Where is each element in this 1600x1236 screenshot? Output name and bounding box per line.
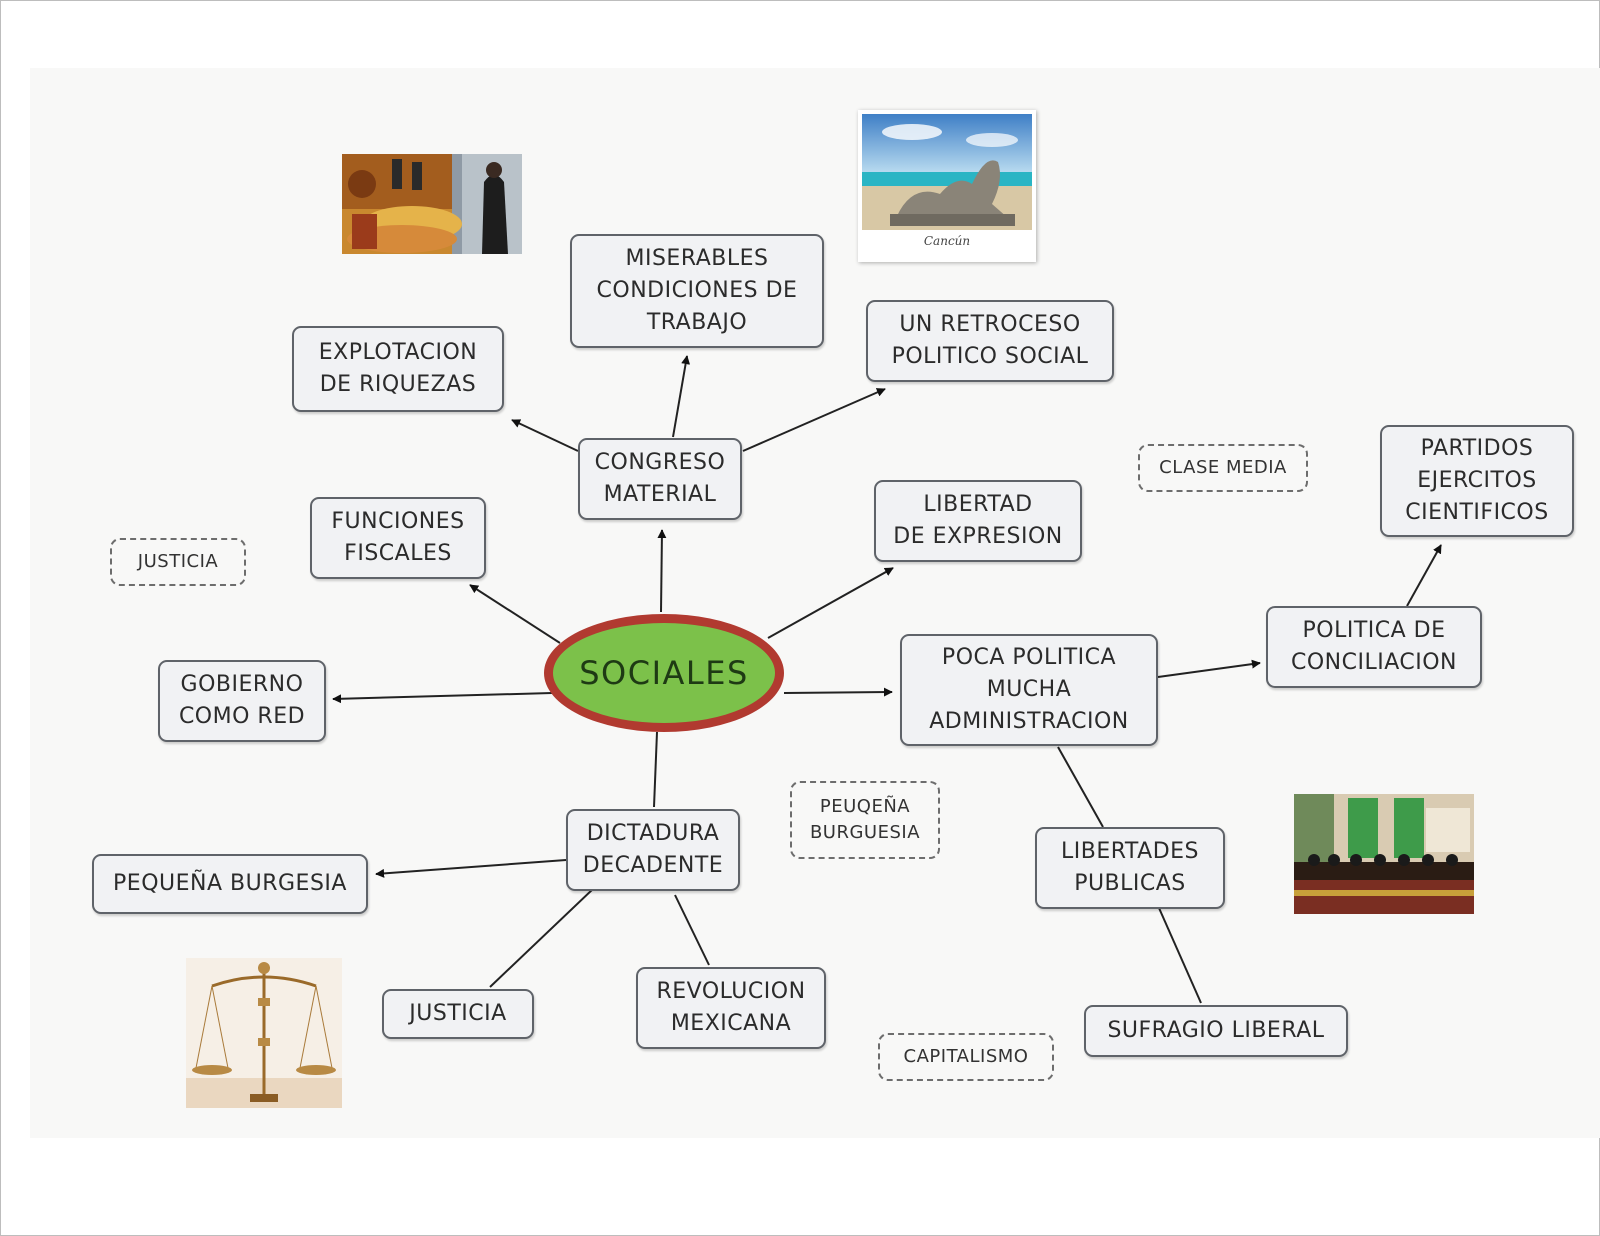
link-sociales-gobierno [332,692,553,704]
link-sociales-libertad [767,567,894,639]
wealth-collage-image [342,154,522,254]
node-libertades-publicas[interactable]: LIBERTADES PUBLICAS [1035,827,1225,909]
cancun-caption: Cancún [923,234,971,248]
link-dictadura-revolucion [674,894,710,966]
tag-clase-media[interactable]: CLASE MEDIA [1138,444,1308,492]
link-sociales-funciones [469,584,561,644]
node-poca-politica[interactable]: POCA POLITICA MUCHA ADMINISTRACION [900,634,1158,746]
link-congreso-explotacion [511,419,579,452]
conference-photo [1294,794,1474,914]
link-congreso-retroceso [742,388,886,452]
node-partidos-ejercitos[interactable]: PARTIDOS EJERCITOS CIENTIFICOS [1380,425,1574,537]
node-justicia[interactable]: JUSTICIA [382,989,534,1039]
link-congreso-miserables [672,355,691,438]
link-poca-libertades [1057,746,1104,828]
node-funciones-fiscales[interactable]: FUNCIONES FISCALES [310,497,486,579]
node-gobierno-como-red[interactable]: GOBIERNO COMO RED [158,660,326,742]
node-explotacion-riquezas[interactable]: EXPLOTACION DE RIQUEZAS [292,326,504,412]
link-sociales-poca-politica [783,687,893,697]
tag-capitalismo[interactable]: CAPITALISMO [878,1033,1054,1081]
node-dictadura-decadente[interactable]: DICTADURA DECADENTE [566,809,740,891]
scales-of-justice-image [186,958,342,1108]
link-poca-conciliacion [1157,659,1261,678]
node-revolucion-mexicana[interactable]: REVOLUCION MEXICANA [636,967,826,1049]
link-dictadura-pequena [375,859,567,878]
tag-peuquena-burguesia[interactable]: PEUQEÑA BURGUESIA [790,781,940,859]
tag-justicia[interactable]: JUSTICIA [110,538,246,586]
node-libertad-expresion[interactable]: LIBERTAD DE EXPRESION [874,480,1082,562]
link-sociales-congreso [657,529,667,613]
node-sufragio-liberal[interactable]: SUFRAGIO LIBERAL [1084,1005,1348,1057]
central-node-sociales[interactable]: SOCIALES [544,614,784,732]
node-pequena-burgesia[interactable]: PEQUEÑA BURGESIA [92,854,368,914]
node-congreso-material[interactable]: CONGRESO MATERIAL [578,438,742,520]
link-dictadura-justicia [489,887,595,988]
node-miserables-condiciones[interactable]: MISERABLES CONDICIONES DE TRABAJO [570,234,824,348]
link-conciliacion-partidos [1406,544,1442,607]
cancun-photo: Cancún [858,110,1036,262]
link-sociales-dictadura [653,731,658,808]
node-politica-conciliacion[interactable]: POLITICA DE CONCILIACION [1266,606,1482,688]
node-retroceso-politico[interactable]: UN RETROCESO POLITICO SOCIAL [866,300,1114,382]
link-libertades-sufragio [1158,907,1202,1004]
